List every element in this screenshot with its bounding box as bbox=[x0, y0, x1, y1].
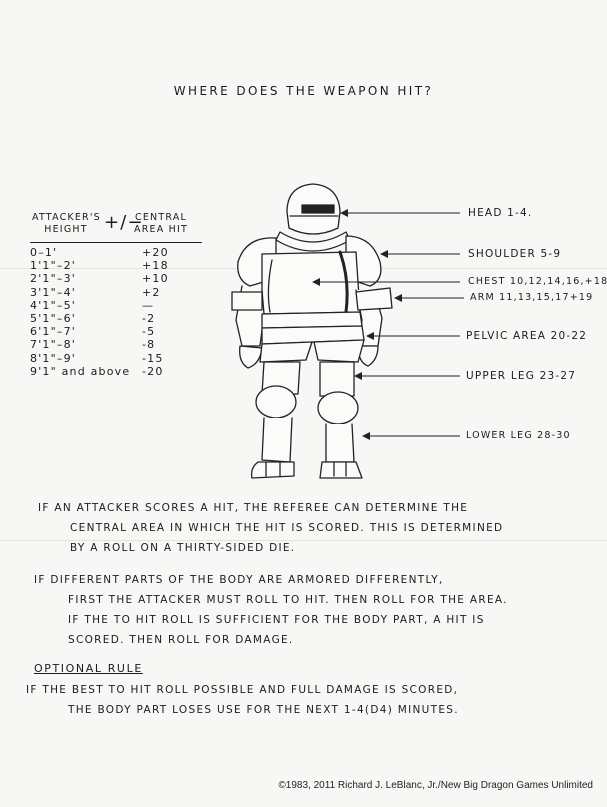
copyright-credit: ©1983, 2011 Richard J. LeBlanc, Jr./New … bbox=[278, 780, 593, 791]
height-table: ATTACKER'S HEIGHT +/− CENTRAL AREA HIT 0… bbox=[26, 208, 202, 378]
table-header: ATTACKER'S HEIGHT +/− CENTRAL AREA HIT bbox=[26, 208, 202, 238]
paragraph-line: IF DIFFERENT PARTS OF THE BODY ARE ARMOR… bbox=[34, 574, 444, 586]
row-modifier: -5 bbox=[142, 325, 156, 339]
optional-rule-heading: OPTIONAL RULE bbox=[34, 662, 143, 675]
paragraph-line: SCORED. THEN ROLL FOR DAMAGE. bbox=[68, 634, 294, 646]
row-height: 9'1" and above bbox=[30, 364, 131, 378]
row-modifier: +18 bbox=[142, 259, 169, 273]
paragraph-line: FIRST THE ATTACKER MUST ROLL TO HIT. THE… bbox=[68, 594, 508, 606]
table-row: 6'1"–7' -5 bbox=[26, 325, 202, 338]
paragraph-line: THE BODY PART LOSES USE FOR THE NEXT 1-4… bbox=[68, 704, 459, 716]
table-row: 7'1"–8' -8 bbox=[26, 338, 202, 351]
paragraph-line: IF AN ATTACKER SCORES A HIT, THE REFEREE… bbox=[38, 502, 469, 514]
table-row: 4'1"–5' — bbox=[26, 299, 202, 312]
header-central-area-hit: CENTRAL AREA HIT bbox=[134, 212, 188, 235]
paper-fold-line bbox=[0, 540, 607, 541]
table-row: 5'1"–6' -2 bbox=[26, 312, 202, 325]
paragraph-hit-area: IF AN ATTACKER SCORES A HIT, THE REFEREE… bbox=[38, 498, 503, 558]
paragraph-line: BY A ROLL ON A THIRTY-SIDED DIE. bbox=[70, 542, 296, 554]
row-modifier: -8 bbox=[142, 338, 156, 352]
table-row: 3'1"–4' +2 bbox=[26, 286, 202, 299]
row-modifier: +10 bbox=[142, 272, 169, 286]
label-upper-leg: UPPER LEG 23-27 bbox=[466, 370, 577, 382]
table-row: 8'1"–9' -15 bbox=[26, 352, 202, 365]
paragraph-armor-rules: IF DIFFERENT PARTS OF THE BODY ARE ARMOR… bbox=[34, 570, 508, 650]
paragraph-line: IF THE TO HIT ROLL IS SUFFICIENT FOR THE… bbox=[68, 614, 485, 626]
label-pelvic-area: PELVIC AREA 20-22 bbox=[466, 330, 588, 342]
label-chest: CHEST 10,12,14,16,+18 bbox=[468, 276, 607, 287]
row-modifier: -2 bbox=[142, 311, 156, 325]
row-height: 2'1"–3' bbox=[30, 272, 77, 286]
row-modifier: +2 bbox=[142, 285, 161, 299]
paragraph-optional-rule: IF THE BEST TO HIT ROLL POSSIBLE AND FUL… bbox=[26, 680, 459, 720]
paragraph-line: CENTRAL AREA IN WHICH THE HIT IS SCORED.… bbox=[70, 522, 504, 534]
row-height: 0–1' bbox=[30, 246, 58, 259]
label-head: HEAD 1-4. bbox=[468, 207, 533, 219]
row-modifier: -20 bbox=[142, 364, 164, 378]
label-lower-leg: LOWER LEG 28-30 bbox=[466, 430, 571, 441]
table-row: 2'1"–3' +10 bbox=[26, 272, 202, 285]
row-height: 3'1"–4' bbox=[30, 285, 77, 299]
row-height: 4'1"–5' bbox=[30, 298, 77, 312]
label-shoulder: SHOULDER 5-9 bbox=[468, 248, 562, 260]
paragraph-line: IF THE BEST TO HIT ROLL POSSIBLE AND FUL… bbox=[26, 684, 459, 696]
header-plus-minus: +/− bbox=[104, 212, 144, 233]
table-row: 9'1" and above -20 bbox=[26, 365, 202, 378]
header-attacker-height: ATTACKER'S HEIGHT bbox=[32, 212, 101, 235]
row-height: 5'1"–6' bbox=[30, 311, 77, 325]
page-title: WHERE DOES THE WEAPON HIT? bbox=[173, 84, 434, 98]
row-height: 1'1"–2' bbox=[30, 259, 77, 273]
table-rows: 0–1'+20 1'1"–2'+18 2'1"–3'+10 3'1"–4'+2 … bbox=[26, 246, 202, 378]
row-height: 6'1"–7' bbox=[30, 325, 77, 339]
row-height: 7'1"–8' bbox=[30, 338, 77, 352]
row-modifier: -15 bbox=[142, 351, 164, 365]
label-arm: ARM 11,13,15,17+19 bbox=[470, 292, 594, 303]
row-height: 8'1"–9' bbox=[30, 351, 77, 365]
table-row: 0–1' +20 bbox=[26, 246, 202, 259]
row-modifier: — bbox=[142, 298, 155, 312]
header-rule bbox=[30, 242, 202, 243]
table-row: 1'1"–2' +18 bbox=[26, 259, 202, 272]
row-modifier: +20 bbox=[142, 246, 169, 259]
